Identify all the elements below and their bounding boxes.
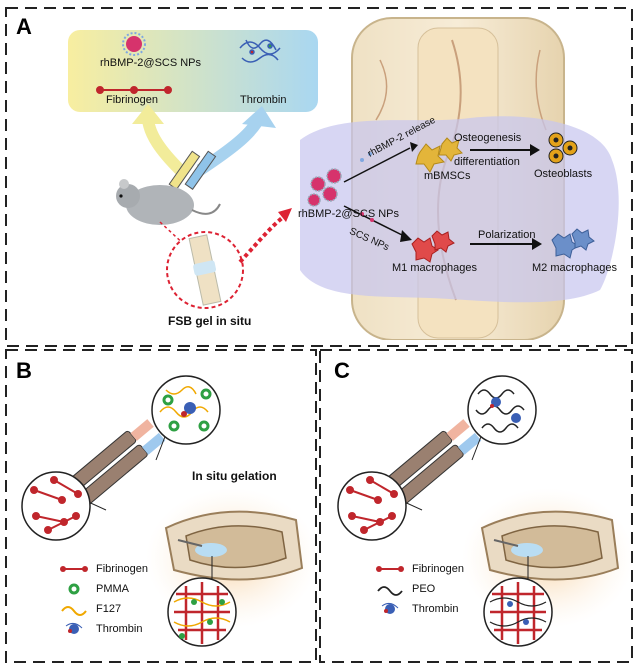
panel-c-letter: C: [334, 358, 350, 383]
legend-label: Fibrinogen: [412, 563, 464, 575]
legend-label: PMMA: [96, 583, 129, 595]
label-fibrinogen: Fibrinogen: [106, 94, 158, 106]
thrombin-icon: [381, 602, 399, 614]
double-syringe-icon: [168, 150, 217, 190]
fracture-zoom-icon: [166, 231, 244, 309]
zoom-circle-thrombin-b: [151, 375, 221, 445]
label-osteogenesis: Osteogenesis: [454, 132, 522, 144]
osteoblast-cells: [548, 132, 578, 164]
zoom-circle-gel-b: [167, 577, 237, 647]
bone-defect-c: [480, 510, 620, 581]
panel-a-illustration: [68, 17, 619, 340]
label-nps: rhBMP-2@SCS NPs: [298, 208, 400, 220]
label-osteoblasts: Osteoblasts: [534, 168, 593, 180]
label-m1: M1 macrophages: [392, 262, 477, 274]
legend-label: Fibrinogen: [96, 563, 148, 575]
legend-label: F127: [96, 603, 122, 615]
panel-c-illustration: [337, 375, 632, 647]
legend-fibrinogen-b: Fibrinogen: [60, 562, 148, 576]
label-thrombin: Thrombin: [240, 94, 287, 106]
mbmsc-cells: [415, 137, 463, 173]
thrombin-icon: [239, 39, 281, 63]
panel-a-letter: A: [16, 14, 32, 39]
zoom-circle-thrombin-c: [467, 375, 537, 445]
m1-macrophage-cells: [411, 230, 455, 263]
m2-macrophage-cells: [551, 228, 595, 259]
fibrinogen-icon: [60, 566, 88, 572]
legend-peo-c: PEO: [376, 582, 435, 596]
pmma-icon: [68, 583, 80, 595]
legend-label: Thrombin: [96, 623, 143, 635]
label-differentiation: differentiation: [454, 156, 520, 168]
zoom-circle-gel-c: [483, 577, 553, 647]
fibrinogen-icon: [96, 86, 172, 94]
nanoparticle-icon: [122, 32, 146, 56]
panel-b-letter: B: [16, 358, 32, 383]
bone-defect-b: [164, 510, 304, 581]
legend-fibrinogen-c: Fibrinogen: [376, 562, 464, 576]
legend-thrombin-c: Thrombin: [376, 602, 458, 616]
panel-b-illustration: [21, 375, 316, 647]
fibrinogen-icon: [376, 566, 404, 572]
legend-label: PEO: [412, 583, 436, 595]
label-mbmscs: mBMSCs: [424, 170, 471, 182]
f127-icon: [61, 606, 87, 616]
thrombin-icon: [65, 622, 83, 634]
label-m2: M2 macrophages: [532, 262, 617, 274]
label-polarization: Polarization: [478, 229, 536, 241]
label-rhbmp-nps: rhBMP-2@SCS NPs: [100, 57, 202, 69]
legend-thrombin-b: Thrombin: [60, 622, 142, 636]
zoom-circle-fibrinogen-b: [21, 471, 91, 541]
legend-pmma-b: PMMA: [60, 582, 129, 596]
label-fsb-gel: FSB gel in situ: [168, 314, 252, 328]
peo-icon: [377, 586, 403, 596]
legend-f127-b: F127: [60, 602, 121, 616]
legend-label: Thrombin: [412, 603, 459, 615]
zoom-circle-fibrinogen-c: [337, 471, 407, 541]
mouse-icon: [116, 179, 221, 225]
gel-region: [300, 116, 619, 303]
label-gelation: In situ gelation: [192, 469, 277, 483]
np-cluster: [307, 168, 342, 207]
